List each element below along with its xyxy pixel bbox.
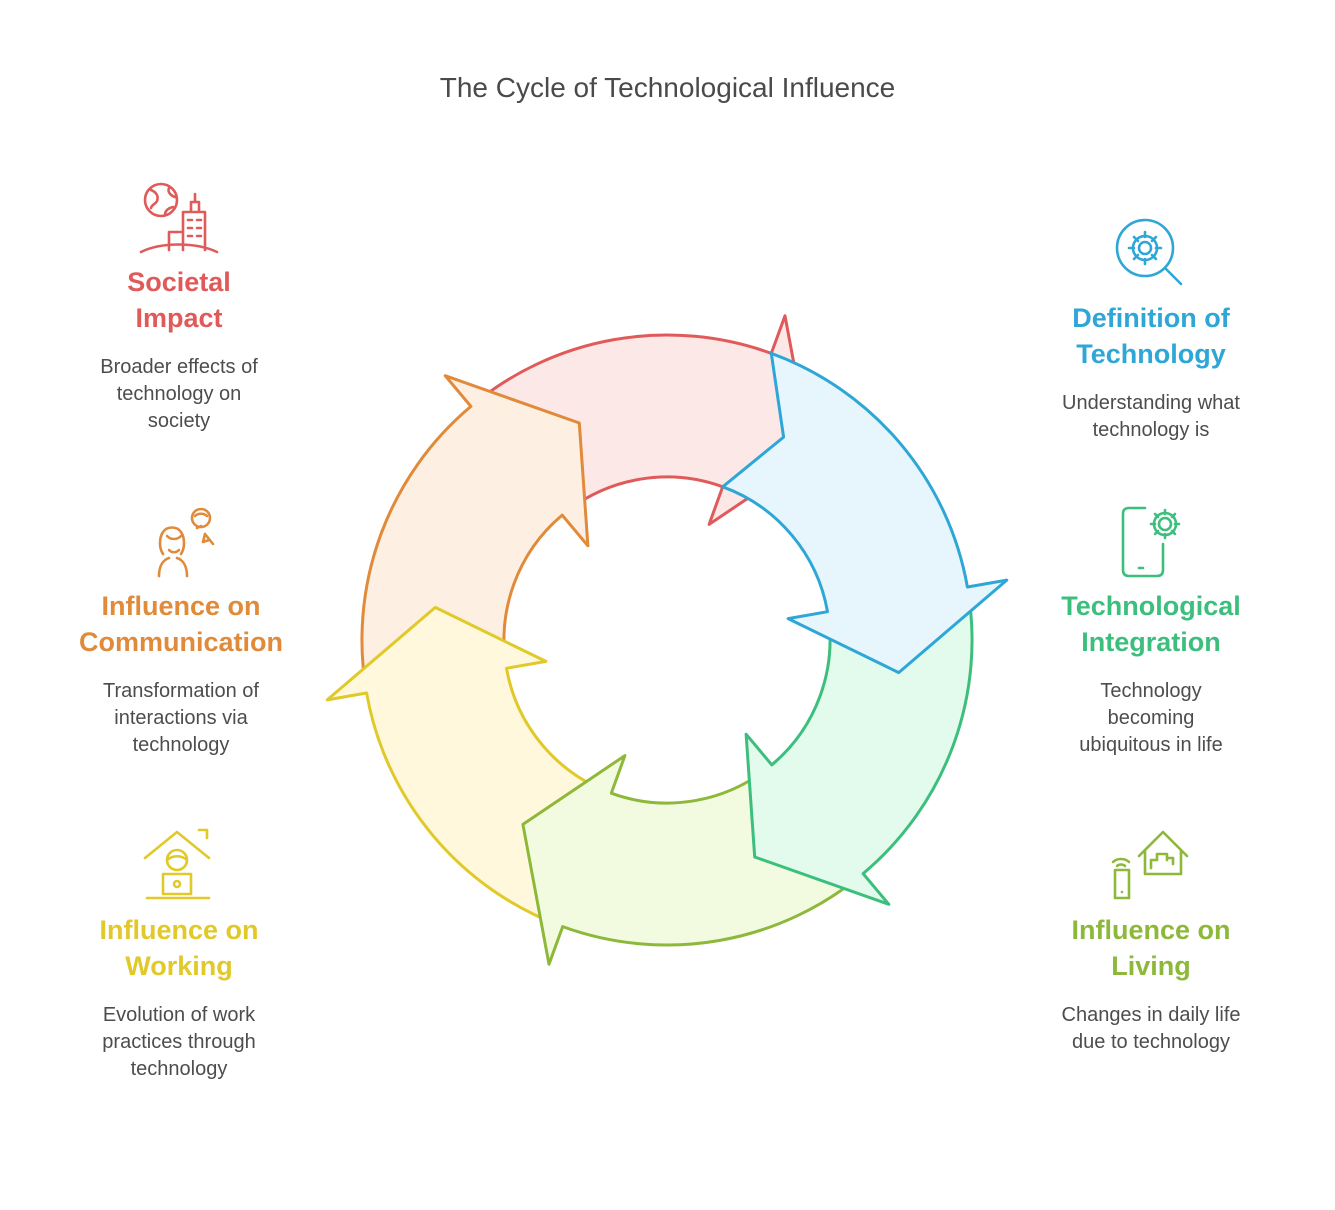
stage-desc-line1: Changes in daily life	[1061, 1004, 1241, 1026]
cycle-arrow-definition	[721, 351, 1009, 675]
gear-magnifier-icon	[1115, 218, 1183, 286]
stage-heading-line2: Working	[125, 951, 233, 981]
stage-desc-line1: Understanding what	[1062, 392, 1240, 414]
stage-heading-line2: Impact	[135, 303, 223, 333]
stage-desc-line2: technology is	[1092, 419, 1210, 441]
stage-definition: Definition of Technology Understanding w…	[1016, 216, 1286, 444]
remote-worker-icon	[143, 828, 211, 900]
stage-societal: Societal Impact Broader effects of techn…	[44, 180, 314, 435]
stage-desc-line3: society	[147, 410, 211, 432]
stage-integration: Technological Integration Technology bec…	[1016, 504, 1286, 759]
phone-gear-icon	[1121, 506, 1181, 578]
stage-desc-line1: Evolution of work	[102, 1004, 256, 1026]
stage-desc-line3: technology	[130, 1058, 228, 1080]
smart-home-icon	[1111, 830, 1189, 900]
stage-desc-line1: Technology	[1100, 680, 1202, 702]
stage-desc-line2: becoming	[1107, 707, 1195, 729]
stage-working: Influence on Working Evolution of work p…	[44, 828, 314, 1083]
cycle-arrow-communication	[360, 374, 590, 695]
cycle-arrow-integration	[744, 585, 974, 906]
stage-desc-line1: Broader effects of	[100, 356, 258, 378]
stage-desc-line3: technology	[132, 734, 230, 756]
stage-desc-line1: Transformation of	[103, 680, 259, 702]
stage-heading-line2: Technology	[1076, 339, 1226, 369]
stage-heading-line1: Definition of	[1072, 303, 1230, 333]
globe-city-icon	[139, 182, 219, 254]
stage-heading-line2: Living	[1111, 951, 1191, 981]
stage-desc-line2: technology on	[116, 383, 242, 405]
stage-desc-line2: due to technology	[1072, 1031, 1230, 1053]
stage-heading-line1: Influence on	[99, 915, 259, 945]
stage-desc-line2: practices through	[102, 1031, 256, 1053]
stage-living: Influence on Living Changes in daily lif…	[1016, 828, 1286, 1056]
diagram-title: The Cycle of Technological Influence	[439, 72, 896, 103]
stage-heading-line2: Communication	[78, 627, 283, 657]
stage-heading-line1: Societal	[127, 267, 231, 297]
stage-heading-line1: Influence on	[101, 591, 261, 621]
people-chat-icon	[157, 507, 215, 578]
stage-desc-line3: ubiquitous in life	[1079, 734, 1223, 756]
stage-communication: Influence on Communication Transformatio…	[46, 504, 316, 759]
stage-heading-line1: Technological	[1061, 591, 1241, 621]
stage-heading-line2: Integration	[1081, 627, 1221, 657]
stage-heading-line1: Influence on	[1071, 915, 1231, 945]
stage-desc-line2: interactions via	[114, 707, 248, 729]
